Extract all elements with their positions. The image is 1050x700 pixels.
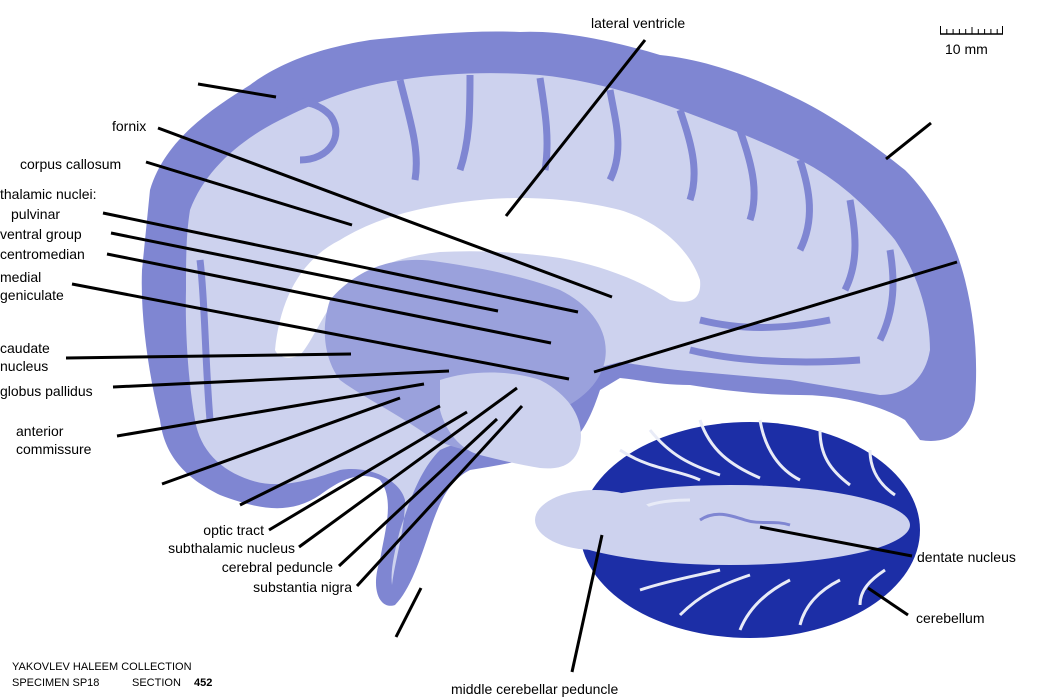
leader-centromedian: [106, 252, 552, 345]
label-centromedian: centromedian: [0, 246, 85, 262]
footer-section-label: SECTION: [132, 677, 181, 689]
label-fornix: fornix: [112, 118, 146, 134]
cerebral-hemisphere: [141, 31, 977, 606]
leader-cortex-top-right: [885, 121, 932, 161]
label-nucleus: nucleus: [0, 358, 48, 374]
scale-bar-ticks: [940, 26, 1003, 34]
label-medial: medial: [0, 269, 41, 285]
leader-temporal-pole: [394, 587, 423, 638]
label-anterior: anterior: [16, 423, 64, 439]
cerebellar-folia-pattern: [619, 419, 896, 631]
leader-caudate-nucleus: [65, 352, 352, 360]
label-globus-pallidus: globus pallidus: [0, 383, 93, 399]
scale-bar: 10 mm: [940, 26, 1003, 57]
leader-pulvinar: [102, 211, 579, 314]
lateral-ventricle-cavity: [275, 198, 701, 358]
leader-cerebellum: [867, 586, 909, 617]
label-substantia-nigra: substantia nigra: [253, 579, 352, 595]
dentate-nucleus-shape: [699, 512, 791, 527]
label-ventral-group: ventral group: [0, 226, 82, 242]
leader-medial-geniculate: [71, 282, 570, 381]
label-thalamic-nuclei: thalamic nuclei:: [0, 186, 97, 202]
leader-lateral-ventricle: [504, 39, 647, 217]
middle-cerebellar-peduncle-shape: [535, 490, 655, 550]
label-lateral-ventricle: lateral ventricle: [591, 15, 685, 31]
footer-collection: YAKOVLEV HALEEM COLLECTION: [12, 661, 192, 673]
leader-corpus-callosum: [145, 160, 353, 227]
leader-hypothalamus: [161, 396, 401, 486]
scale-bar-label: 10 mm: [945, 41, 988, 57]
leader-subthalamic-nucleus: [298, 386, 518, 549]
leader-fornix: [157, 126, 613, 299]
label-cerebellum: cerebellum: [916, 610, 984, 626]
leader-mammillary: [239, 404, 441, 507]
label-geniculate: geniculate: [0, 287, 64, 303]
footer: YAKOVLEV HALEEM COLLECTION SPECIMEN SP18…: [12, 661, 212, 689]
leader-pontine: [593, 260, 958, 374]
leader-substantia-nigra: [355, 404, 524, 588]
label-cerebral-peduncle: cerebral peduncle: [222, 559, 334, 575]
footer-specimen: SPECIMEN SP18: [12, 677, 99, 689]
leader-ventral-group: [110, 231, 499, 313]
structure-labels: lateral ventricle fornix corpus callosum…: [0, 15, 1016, 697]
leader-globus-pallidus: [112, 369, 450, 389]
label-dentate-nucleus: dentate nucleus: [917, 549, 1016, 565]
gyri-folds: [196, 74, 897, 421]
leader-middle-cerebellar-peduncle: [570, 534, 604, 673]
cerebellum-structure: [535, 419, 920, 638]
leader-anterior-commissure: [116, 382, 425, 438]
label-optic-tract: optic tract: [203, 522, 264, 538]
label-corpus-callosum: corpus callosum: [20, 156, 121, 172]
label-caudate: caudate: [0, 340, 50, 356]
label-commissure: commissure: [16, 441, 92, 457]
label-pulvinar: pulvinar: [11, 206, 60, 222]
footer-section-number: 452: [194, 677, 212, 689]
label-middle-cerebellar-peduncle: middle cerebellar peduncle: [451, 681, 619, 697]
leader-dentate-nucleus: [759, 525, 913, 558]
label-subthalamic-nucleus: subthalamic nucleus: [168, 540, 295, 556]
leader-cerebral-peduncle: [337, 417, 499, 568]
leader-lines: [65, 39, 958, 673]
leader-optic-tract: [268, 410, 468, 532]
leader-cortex-top-left: [197, 82, 277, 99]
